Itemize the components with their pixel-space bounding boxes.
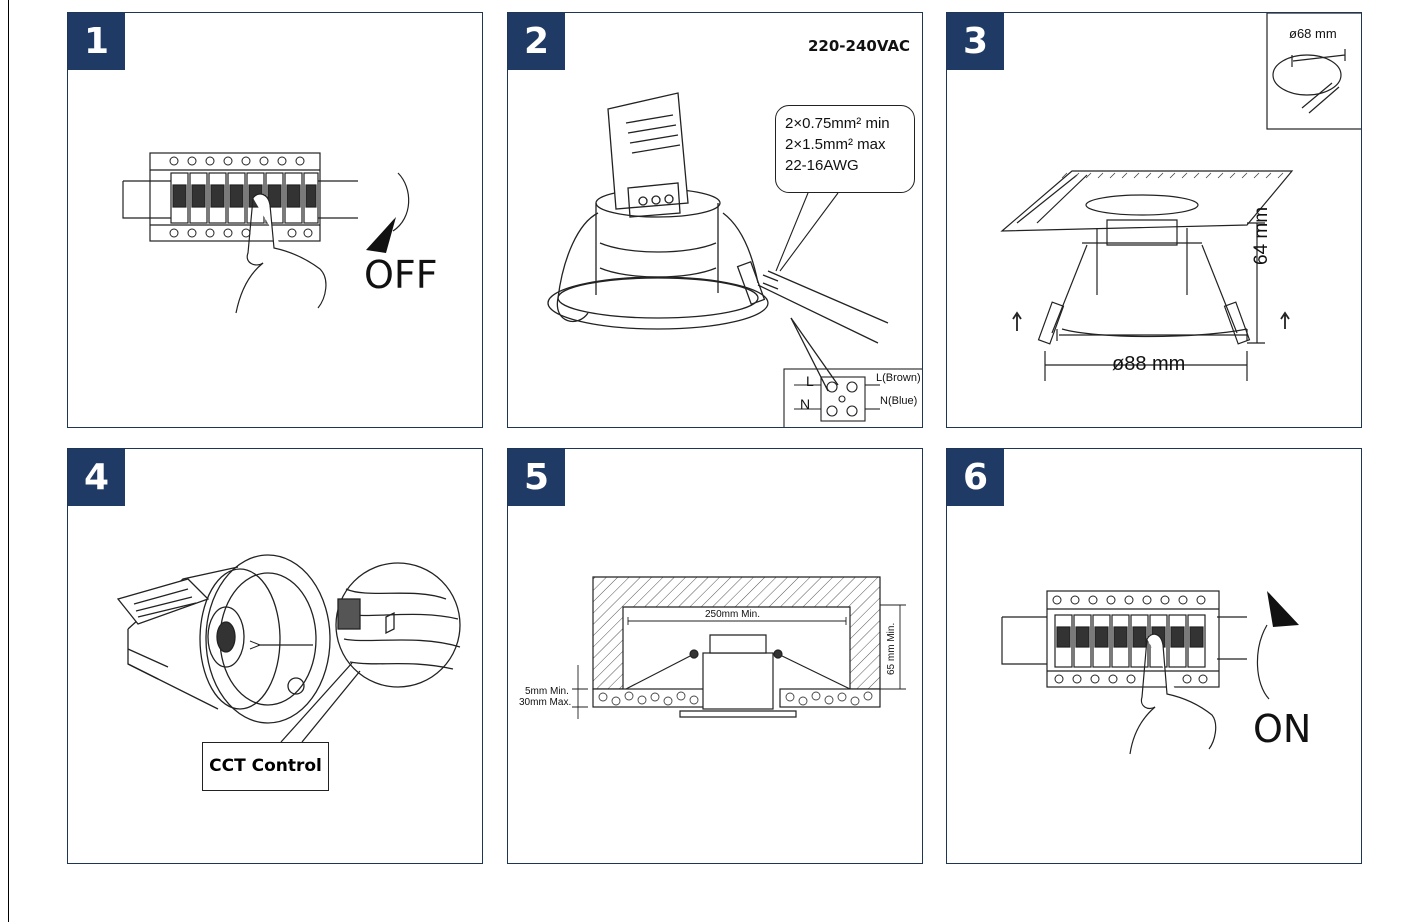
outer-diameter-label: ø88 mm — [1112, 353, 1186, 375]
on-label: ON — [1253, 707, 1312, 751]
page-left-rule — [8, 0, 9, 922]
live-wire-label: L(Brown) — [876, 372, 921, 384]
step-5-panel: 5 250mm Min. 65 mm Min — [507, 448, 923, 864]
side-clearance-label: 250mm Min. — [705, 609, 761, 620]
step-4-panel: 4 CCT Control — [67, 448, 483, 864]
step-1-panel: 1 — [67, 12, 483, 428]
voltage-label: 220-240VAC — [808, 37, 911, 55]
clearance-illustration — [572, 576, 906, 719]
step-6-badge: 6 — [947, 449, 1004, 506]
terminal-l-letter: L — [806, 373, 814, 389]
step-3-panel: 3 ø68 mm 64 mm — [946, 12, 1362, 428]
neutral-wire-label: N(Blue) — [880, 395, 918, 407]
cable-spec-awg: 22-16AWG — [785, 157, 859, 174]
step-2-panel: 2 220-240VAC — [507, 12, 923, 428]
top-clearance-label: 65 mm Min. — [886, 622, 897, 675]
breaker-on-illustration — [1001, 590, 1299, 755]
step-2-badge: 2 — [508, 13, 565, 70]
cable-spec-max: 2×1.5mm² max — [785, 136, 886, 153]
ceiling-thickness-min: 5mm Min. — [525, 686, 569, 697]
cable-spec-min: 2×0.75mm² min — [785, 115, 890, 132]
step-3-badge: 3 — [947, 13, 1004, 70]
height-dimension-label: 64 mm — [1251, 206, 1272, 265]
ceiling-thickness-max: 30mm Max. — [519, 697, 572, 708]
cable-spec-callout: 2×0.75mm² min 2×1.5mm² max 22-16AWG — [775, 105, 915, 193]
wiring-illustration — [547, 92, 922, 427]
step-6-panel: 6 O — [946, 448, 1362, 864]
terminal-n-letter: N — [800, 396, 811, 412]
step-4-badge: 4 — [68, 449, 125, 506]
cct-switch-illustration — [116, 554, 461, 743]
cutout-diameter-label: ø68 mm — [1289, 26, 1337, 41]
breaker-off-illustration — [122, 152, 410, 314]
off-label: OFF — [364, 253, 438, 297]
step-1-badge: 1 — [68, 13, 125, 70]
step-5-badge: 5 — [508, 449, 565, 506]
cutout-dimensions-illustration — [1000, 13, 1361, 381]
cct-control-label: CCT Control — [202, 742, 329, 791]
